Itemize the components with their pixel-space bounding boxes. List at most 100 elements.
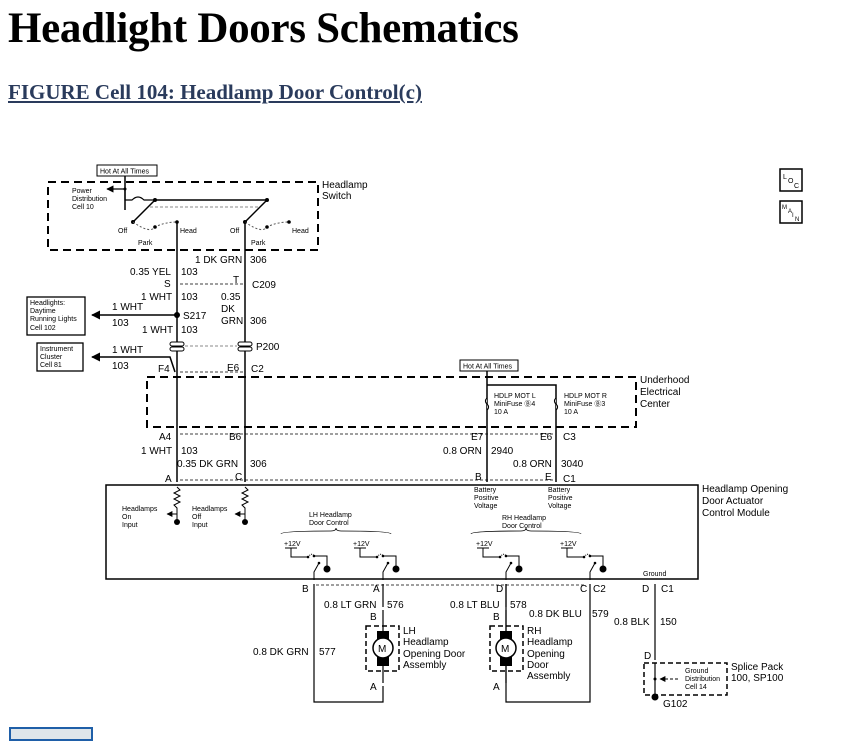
instrument-cluster-reference-box[interactable]: Instrument Cluster Cell 81: [36, 342, 84, 372]
svg-text:Cell 81: Cell 81: [40, 362, 62, 369]
svg-text:1 WHT: 1 WHT: [112, 345, 143, 356]
svg-text:M: M: [378, 644, 386, 655]
svg-text:Park: Park: [138, 240, 153, 247]
svg-text:DK: DK: [221, 304, 235, 315]
svg-text:Daytime: Daytime: [30, 308, 56, 315]
lh-door-motor: B M A LH Headlamp Opening Door Assembly: [365, 610, 466, 693]
svg-text:G102: G102: [663, 699, 688, 710]
svg-text:3040: 3040: [561, 459, 584, 470]
splice-pack-sp100: D Ground Distribution Cell 14 Splice Pac…: [643, 651, 784, 710]
plus-12v-label: +12V: [284, 541, 301, 548]
headlamp-switch-box: [47, 181, 319, 251]
svg-text:B: B: [370, 612, 377, 623]
svg-text:Battery: Battery: [548, 487, 571, 494]
svg-text:Door: Door: [527, 660, 549, 671]
svg-text:RH: RH: [527, 626, 541, 637]
svg-text:Electrical: Electrical: [640, 387, 681, 398]
svg-text:A: A: [165, 474, 172, 485]
svg-text:Hot At All Times: Hot At All Times: [100, 169, 150, 176]
svg-text:E6: E6: [540, 432, 553, 443]
hot-at-all-times-label-2: Hot At All Times: [459, 359, 519, 372]
main-nav-icon[interactable]: M A I N: [779, 200, 803, 224]
svg-text:O: O: [788, 178, 794, 185]
svg-text:Battery: Battery: [474, 487, 497, 494]
rh-door-motor: B M A RH Headlamp Opening Door Assembly: [489, 610, 573, 693]
svg-text:RH Headlamp: RH Headlamp: [502, 515, 546, 522]
svg-text:Opening: Opening: [527, 649, 565, 660]
svg-text:Distribution: Distribution: [72, 196, 107, 203]
svg-text:Head: Head: [180, 228, 197, 235]
loc-nav-icon[interactable]: L O C: [779, 168, 803, 192]
svg-text:LH: LH: [403, 626, 416, 637]
svg-text:0.8 ORN: 0.8 ORN: [443, 446, 482, 457]
svg-text:S217: S217: [183, 311, 207, 322]
svg-text:Power: Power: [72, 188, 93, 195]
svg-text:E7: E7: [471, 432, 484, 443]
door-actuator-control-module-box: [105, 484, 699, 580]
svg-text:C1: C1: [563, 474, 576, 485]
svg-text:I: I: [792, 213, 794, 219]
svg-text:Headlights:: Headlights:: [30, 300, 65, 307]
svg-text:HDLP MOT R: HDLP MOT R: [564, 393, 607, 400]
svg-text:HDLP MOT L: HDLP MOT L: [494, 393, 536, 400]
svg-text:Park: Park: [251, 240, 266, 247]
svg-text:103: 103: [181, 292, 198, 303]
wiring-schematic: L O C M A I N Hot At All Times Headlamp …: [26, 164, 803, 710]
svg-text:1 WHT: 1 WHT: [112, 302, 143, 313]
svg-text:Ground: Ground: [685, 668, 708, 675]
svg-text:B: B: [493, 612, 500, 623]
svg-text:Headlamp: Headlamp: [322, 180, 368, 191]
svg-text:Cluster: Cluster: [40, 354, 63, 361]
svg-text:B6: B6: [229, 432, 242, 443]
svg-text:306: 306: [250, 255, 267, 266]
svg-text:103: 103: [112, 318, 129, 329]
ground-icon: [515, 565, 523, 573]
drl-reference-box[interactable]: Headlights: Daytime Running Lights Cell …: [26, 296, 86, 336]
svg-text:Door Actuator: Door Actuator: [702, 496, 764, 507]
svg-text:577: 577: [319, 647, 336, 658]
page-title: Headlight Doors Schematics: [8, 5, 519, 52]
thumbnail-link[interactable]: [9, 727, 93, 741]
svg-text:C209: C209: [252, 280, 276, 291]
svg-text:MiniFuse Ⓑ4: MiniFuse Ⓑ4: [494, 400, 535, 408]
fuse-hdlp-mot-r: HDLP MOT R MiniFuse Ⓑ3 10 A: [564, 393, 607, 416]
svg-text:Door Control: Door Control: [309, 520, 349, 527]
svg-text:Positive: Positive: [548, 495, 573, 502]
svg-text:Opening Door: Opening Door: [403, 649, 466, 660]
svg-text:Ground: Ground: [643, 571, 666, 578]
loc-text: L: [783, 174, 787, 181]
svg-text:Distribution: Distribution: [685, 676, 720, 683]
ground-icon: [323, 565, 331, 573]
svg-text:Cell 10: Cell 10: [72, 204, 94, 211]
svg-text:Off: Off: [118, 228, 127, 235]
svg-text:C: C: [235, 472, 242, 483]
svg-text:103: 103: [181, 325, 198, 336]
svg-text:A: A: [788, 209, 792, 215]
svg-text:M: M: [782, 205, 787, 211]
svg-text:MiniFuse Ⓑ3: MiniFuse Ⓑ3: [564, 400, 605, 408]
figure-link[interactable]: FIGURE Cell 104: Headlamp Door Control(c…: [8, 80, 422, 104]
svg-text:F4: F4: [158, 364, 170, 375]
svg-text:A: A: [493, 682, 500, 693]
svg-text:Headlamp: Headlamp: [403, 637, 449, 648]
svg-text:0.8 DK GRN: 0.8 DK GRN: [253, 647, 309, 658]
svg-text:E: E: [545, 472, 552, 483]
svg-text:Instrument: Instrument: [40, 346, 73, 353]
svg-text:B: B: [302, 584, 309, 595]
svg-text:Control Module: Control Module: [702, 508, 770, 519]
svg-text:Splice Pack: Splice Pack: [731, 662, 784, 673]
relay-switch: +12V: [353, 541, 400, 580]
relay-switch: +12V: [284, 541, 331, 580]
svg-text:Headlamps: Headlamps: [122, 506, 158, 513]
svg-text:C2: C2: [593, 584, 606, 595]
svg-text:306: 306: [250, 459, 267, 470]
svg-text:A: A: [370, 682, 377, 693]
svg-text:Voltage: Voltage: [548, 503, 571, 510]
svg-text:103: 103: [181, 446, 198, 457]
svg-text:Positive: Positive: [474, 495, 499, 502]
svg-text:579: 579: [592, 609, 609, 620]
hot-at-all-times-label: Hot At All Times: [96, 164, 158, 177]
svg-text:576: 576: [387, 600, 404, 611]
svg-text:D: D: [642, 584, 649, 595]
svg-text:Switch: Switch: [322, 191, 351, 202]
